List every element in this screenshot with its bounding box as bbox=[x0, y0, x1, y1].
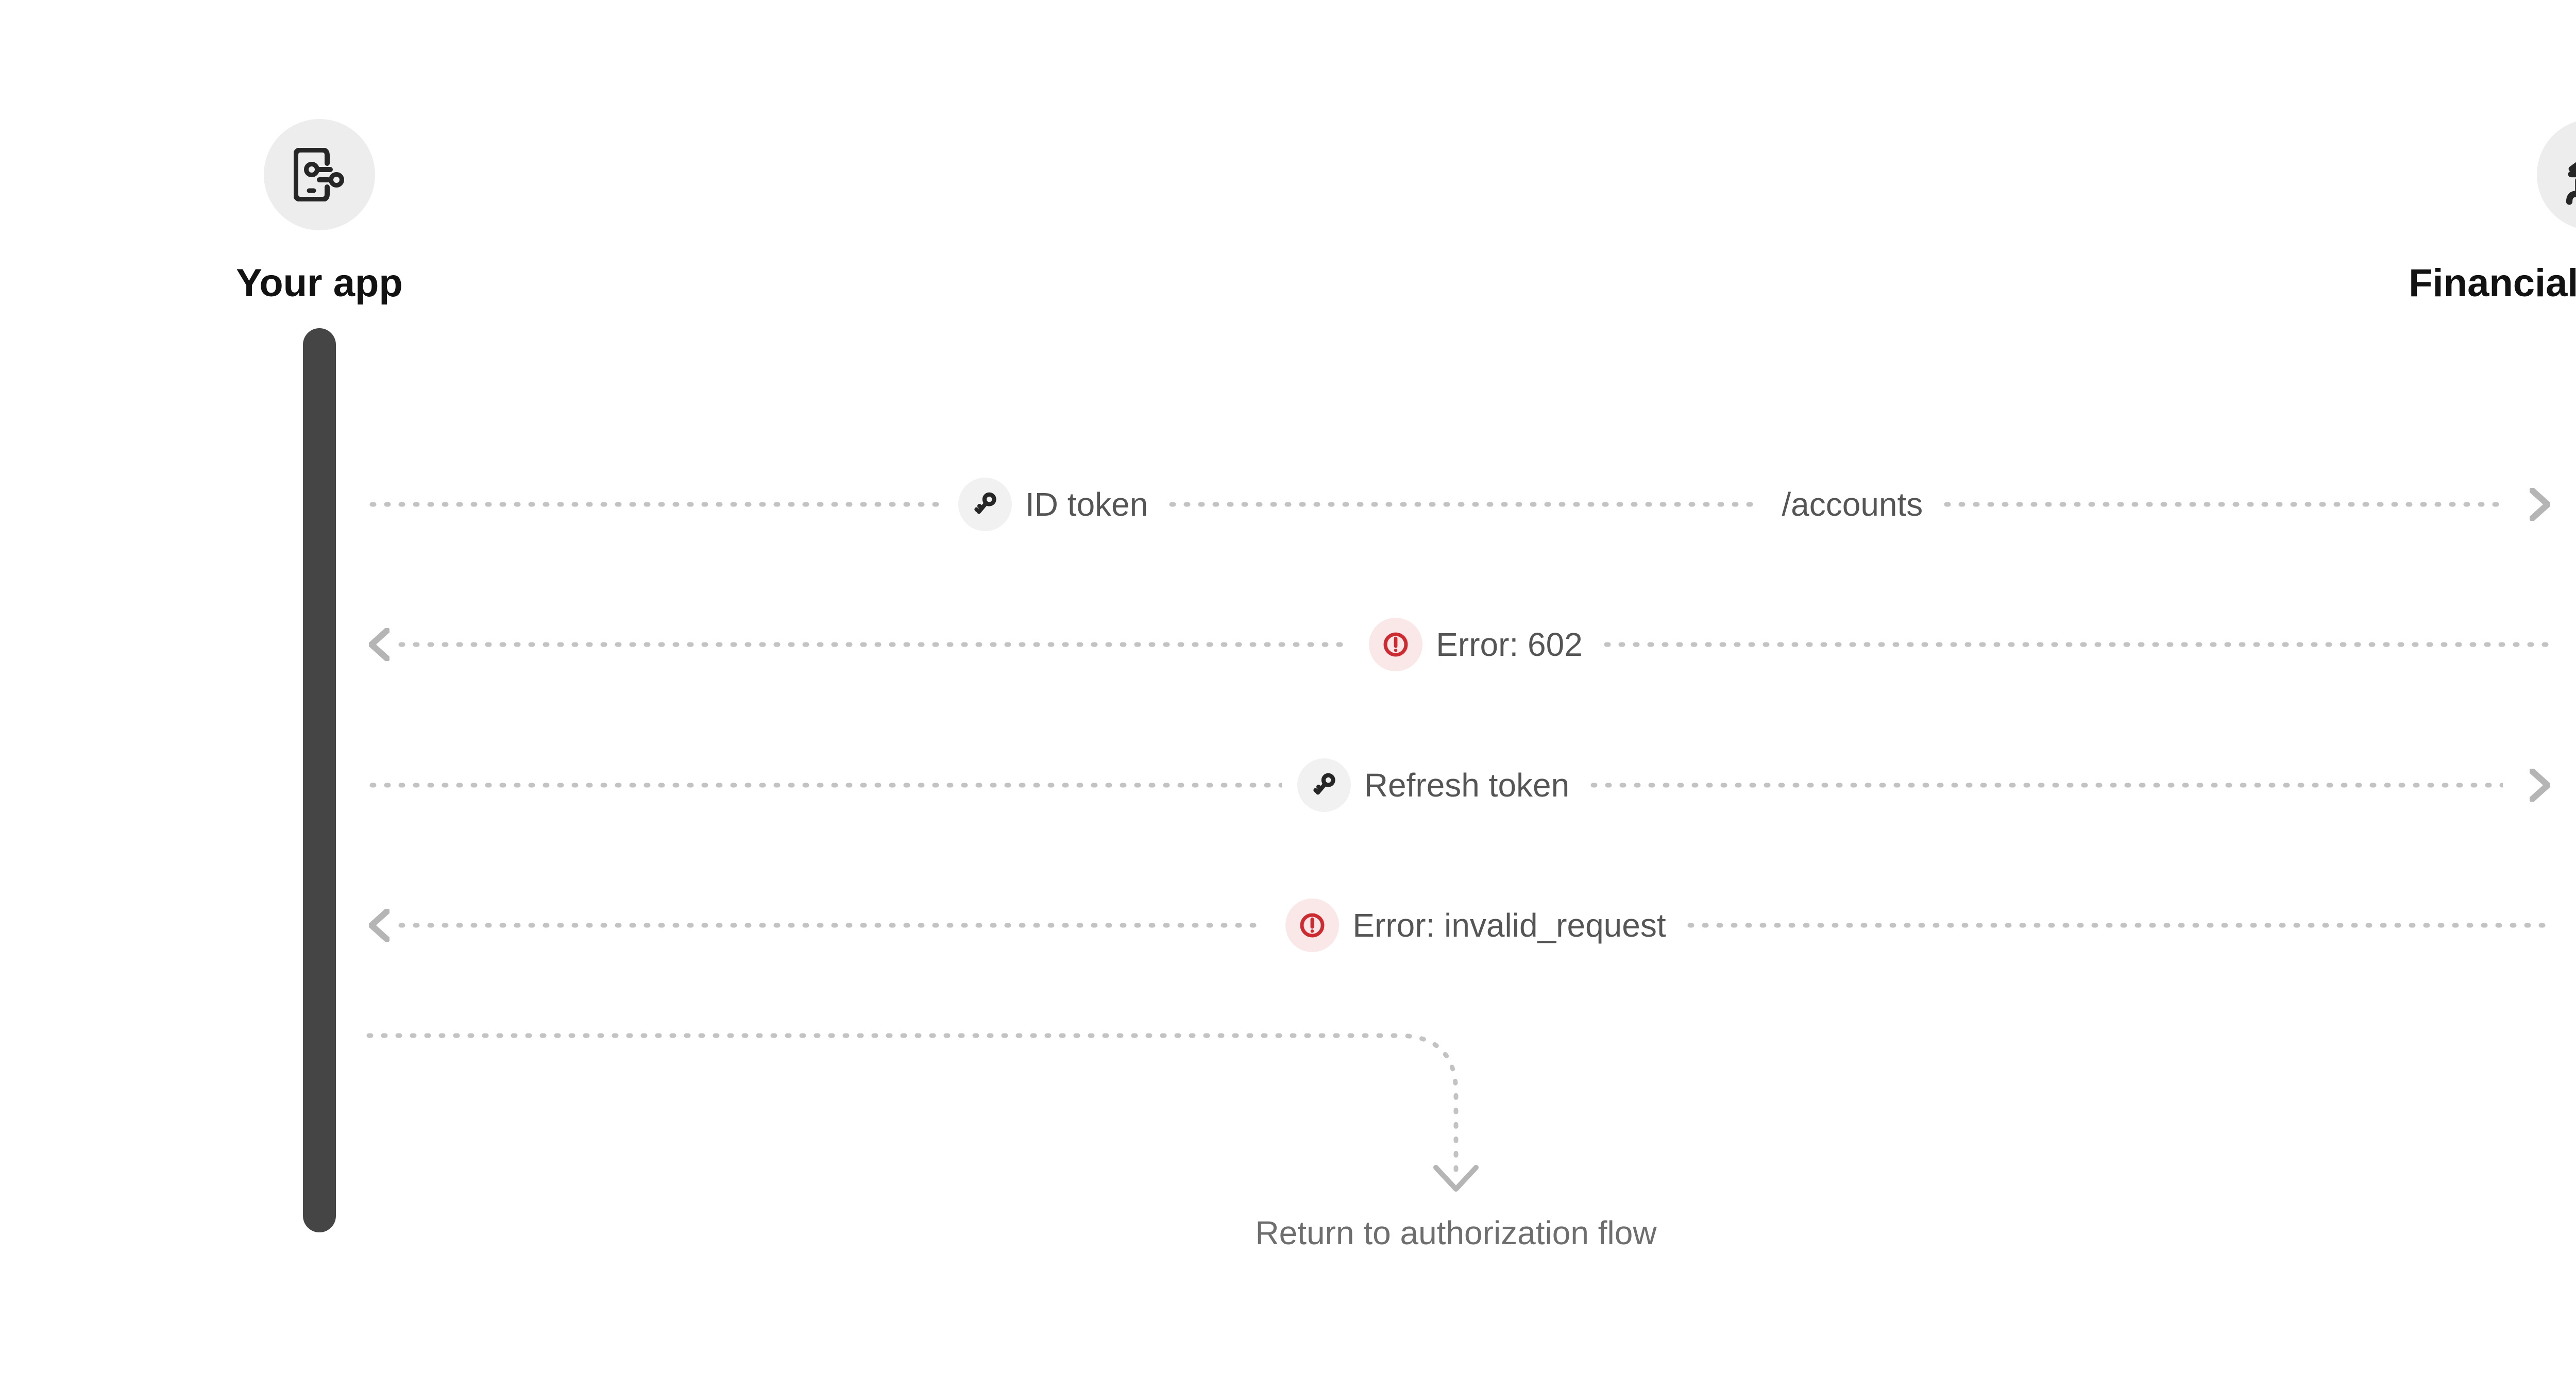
dashed-line bbox=[1944, 502, 2503, 507]
bank-icon bbox=[2566, 162, 2576, 205]
your-app-avatar bbox=[264, 119, 375, 230]
lifeline-your-app bbox=[303, 328, 336, 1232]
dashed-line bbox=[369, 502, 943, 507]
message-label: Refresh token bbox=[1364, 767, 1570, 804]
arrowhead-right-icon bbox=[2530, 488, 2550, 521]
message-error-602: Error: 602 bbox=[369, 618, 2554, 671]
error-icon bbox=[1285, 899, 1340, 952]
arrowhead-left-icon bbox=[369, 628, 389, 661]
arrowhead-down-icon bbox=[1433, 1165, 1479, 1192]
message-label: Error: 602 bbox=[1436, 626, 1583, 663]
dashed-line bbox=[1604, 642, 2554, 647]
endpoint-label: /accounts bbox=[1782, 486, 1923, 523]
error-icon bbox=[1369, 618, 1423, 671]
return-flow-label: Return to authorization flow bbox=[1255, 1214, 1657, 1251]
key-icon bbox=[958, 478, 1012, 531]
message-label: ID token bbox=[1025, 486, 1148, 523]
message-error-invalid-request: Error: invalid_request bbox=[369, 899, 2554, 952]
your-app-label: Your app bbox=[236, 261, 403, 305]
message-label: Error: invalid_request bbox=[1352, 907, 1666, 944]
message-id-token: ID token /accounts bbox=[369, 478, 2550, 531]
dashed-line bbox=[1169, 502, 1761, 507]
message-refresh-token: Refresh token bbox=[369, 758, 2550, 812]
key-icon bbox=[1297, 758, 1351, 812]
dashed-line bbox=[1687, 923, 2554, 928]
dashed-line bbox=[398, 923, 1265, 928]
dashed-line bbox=[398, 642, 1349, 647]
arrowhead-right-icon bbox=[2530, 769, 2550, 802]
financial-institution-label: Financial Institution bbox=[2409, 261, 2576, 305]
arrowhead-left-icon bbox=[369, 909, 389, 942]
mobile-app-icon bbox=[294, 148, 344, 201]
